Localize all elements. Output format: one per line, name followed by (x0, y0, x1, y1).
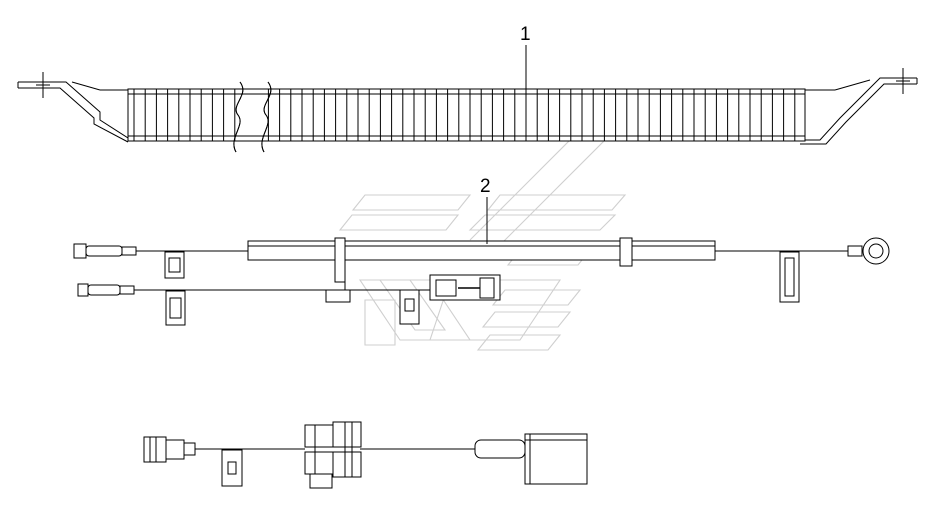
callout-1-label: 1 (520, 24, 531, 45)
plug-connector-left (143, 436, 196, 463)
terminal-pin-lower (77, 283, 150, 297)
ring-terminal (847, 237, 890, 265)
wiring-harness-3 (143, 421, 588, 489)
conduit-corrugation (133, 89, 796, 141)
callout-1: 1 (520, 24, 531, 90)
wiring-harness-2 (73, 237, 890, 326)
plug-connector-right (474, 433, 588, 485)
double-connector (304, 421, 362, 489)
watermark-logo (338, 104, 641, 351)
callout-2-label: 2 (480, 176, 491, 197)
terminal-pin-upper (73, 243, 150, 259)
conduit-assembly (17, 68, 918, 153)
callout-2: 2 (480, 176, 491, 244)
harness-connector (429, 274, 501, 301)
